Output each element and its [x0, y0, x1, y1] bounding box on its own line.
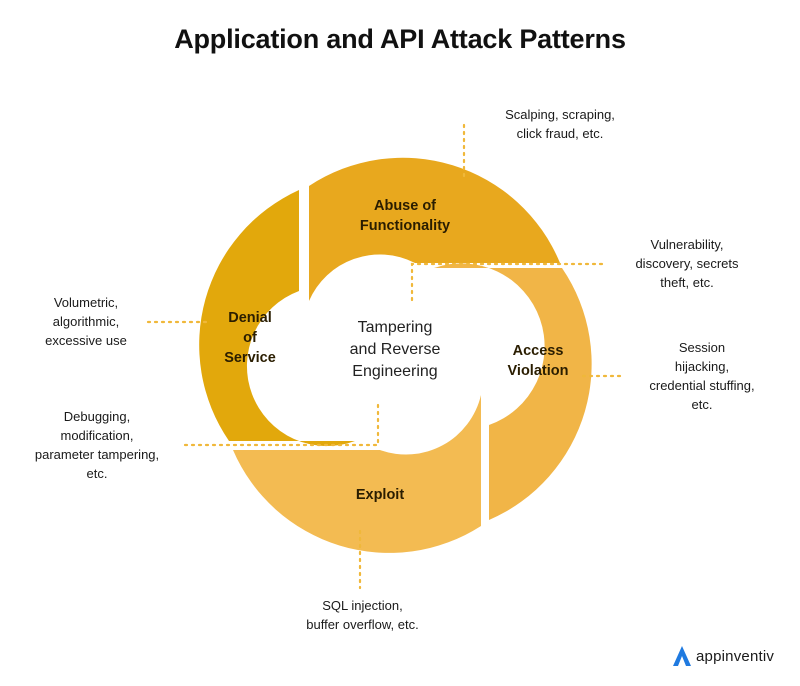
note-abuse: Scalping, scraping, click fraud, etc. [505, 107, 615, 141]
segment-label-denial-of-service: Denial of Service [224, 310, 276, 366]
appinventiv-logo-icon [673, 646, 691, 666]
brand-name: appinventiv [696, 647, 775, 665]
segment-access-violation [434, 263, 592, 520]
segment-label-abuse-of-functionality: Abuse of Functionality [359, 198, 451, 234]
segment-label-exploit: Exploit [355, 487, 405, 503]
brand-logo: appinventiv [672, 642, 792, 670]
segment-exploit [233, 395, 481, 553]
center-label: Tampering and Reverse Engineering [349, 319, 441, 380]
page-title: Application and API Attack Patterns [174, 24, 626, 54]
note-session: Session hijacking, credential stuffing, … [649, 340, 755, 412]
segment-label-access-violation: Access Violation [507, 343, 569, 379]
note-debugging: Debugging, modification, parameter tampe… [34, 409, 160, 481]
segment-denial-of-service [199, 190, 355, 447]
connector-debugging [180, 403, 380, 447]
segment-abuse-of-functionality [309, 157, 560, 301]
connector-vulnerability [410, 262, 608, 302]
note-volumetric: Volumetric, algorithmic, excessive use [45, 295, 127, 348]
note-sql: SQL injection, buffer overflow, etc. [306, 598, 419, 632]
note-vulnerability: Vulnerability, discovery, secrets theft,… [635, 237, 739, 290]
connector-lines [146, 123, 627, 590]
